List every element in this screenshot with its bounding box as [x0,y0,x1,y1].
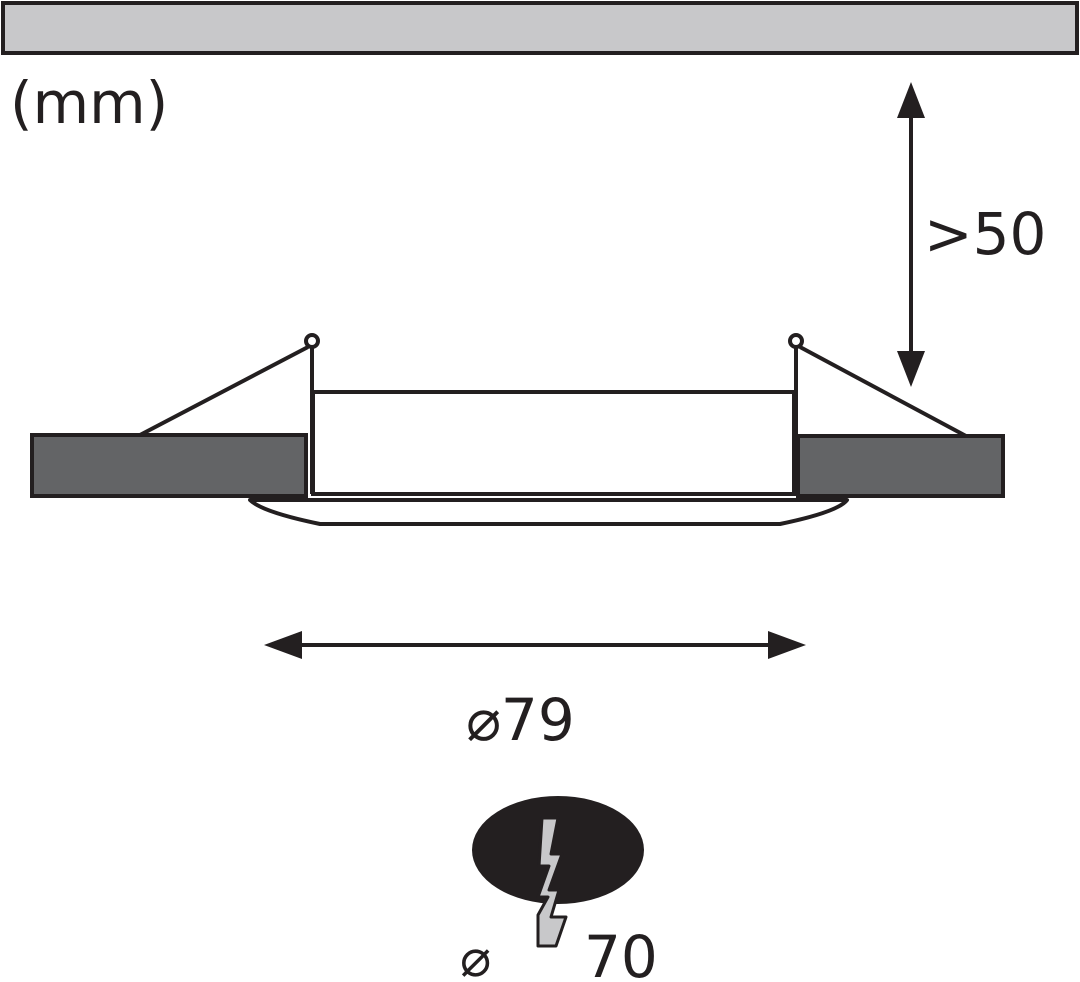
spring-clip-left [139,333,320,494]
ceiling-panel-right [796,434,1005,498]
cutout-diameter-value: 70 [584,923,658,982]
fixture-bezel [248,498,849,526]
cutout-hole-icon [472,796,644,904]
unit-label: (mm) [10,69,168,137]
ceiling-panel-left [30,433,308,498]
diameter-arrow [264,631,806,659]
clearance-arrow [897,82,925,387]
spring-clip-right [788,333,967,494]
ceiling-slab [1,1,1079,55]
fixture-body [311,390,796,496]
diameter-label: ⌀79 [466,686,575,754]
cutout-diameter-symbol: ⌀ [460,929,491,982]
saw-blade-icon [536,816,568,948]
clearance-label: >50 [924,200,1046,268]
